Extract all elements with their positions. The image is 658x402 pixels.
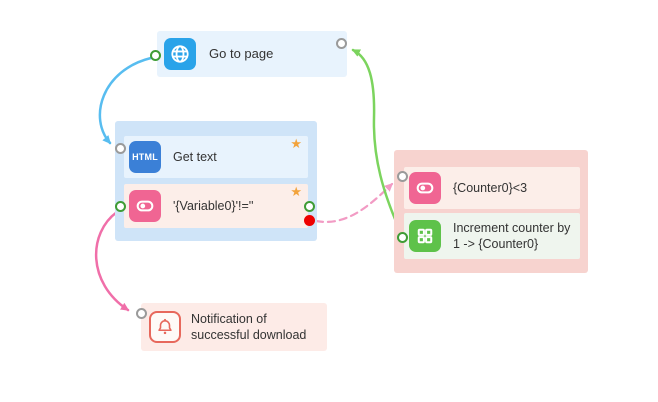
bell-icon bbox=[149, 311, 181, 343]
node-notification[interactable]: Notification of successful download bbox=[141, 303, 327, 351]
node-get-text[interactable]: HTML Get text ★ bbox=[124, 136, 308, 178]
connector-go-to-page-in[interactable] bbox=[336, 38, 347, 49]
node-label: Go to page bbox=[209, 45, 274, 61]
connector-condition-out-true[interactable] bbox=[115, 201, 126, 212]
connector-counter-check-in[interactable] bbox=[397, 171, 408, 182]
html-icon-text: HTML bbox=[132, 152, 158, 162]
node-label: {Counter0}<3 bbox=[453, 180, 528, 195]
node-counter-check[interactable]: {Counter0}<3 bbox=[404, 167, 580, 209]
edge-increment-to-go-to-page[interactable] bbox=[351, 48, 403, 235]
node-label: '{Variable0}'!='' bbox=[173, 198, 254, 213]
connector-condition-out-false[interactable] bbox=[304, 215, 315, 226]
node-label: Get text bbox=[173, 149, 217, 164]
group-main[interactable]: HTML Get text ★ '{Variable0}'!='' ★ bbox=[115, 121, 317, 241]
edge-go-to-page-to-get-text[interactable] bbox=[98, 56, 153, 145]
group-loop[interactable]: {Counter0}<3 Increment counter by 1 -> {… bbox=[394, 150, 588, 273]
connector-notification-in[interactable] bbox=[136, 308, 147, 319]
edge-condition-to-notification[interactable] bbox=[95, 210, 130, 312]
node-condition[interactable]: '{Variable0}'!='' ★ bbox=[124, 184, 308, 228]
connector-condition-right-green[interactable] bbox=[304, 201, 315, 212]
toggle-icon bbox=[129, 190, 161, 222]
node-go-to-page[interactable]: Go to page bbox=[157, 31, 347, 77]
favorite-star-icon[interactable]: ★ bbox=[290, 184, 302, 199]
connector-go-to-page-out[interactable] bbox=[150, 50, 161, 61]
edge-condition-to-counter-check[interactable] bbox=[314, 182, 394, 224]
node-label: Increment counter by 1 -> {Counter0} bbox=[453, 220, 571, 251]
toggle-icon bbox=[409, 172, 441, 204]
favorite-star-icon[interactable]: ★ bbox=[290, 136, 302, 151]
connector-increment-out[interactable] bbox=[397, 232, 408, 243]
connector-get-text-in[interactable] bbox=[115, 143, 126, 154]
html-icon: HTML bbox=[129, 141, 161, 173]
node-increment-counter[interactable]: Increment counter by 1 -> {Counter0} bbox=[404, 213, 580, 259]
node-label: Notification of successful download bbox=[191, 311, 307, 342]
globe-icon bbox=[164, 38, 196, 70]
grid-icon bbox=[409, 220, 441, 252]
